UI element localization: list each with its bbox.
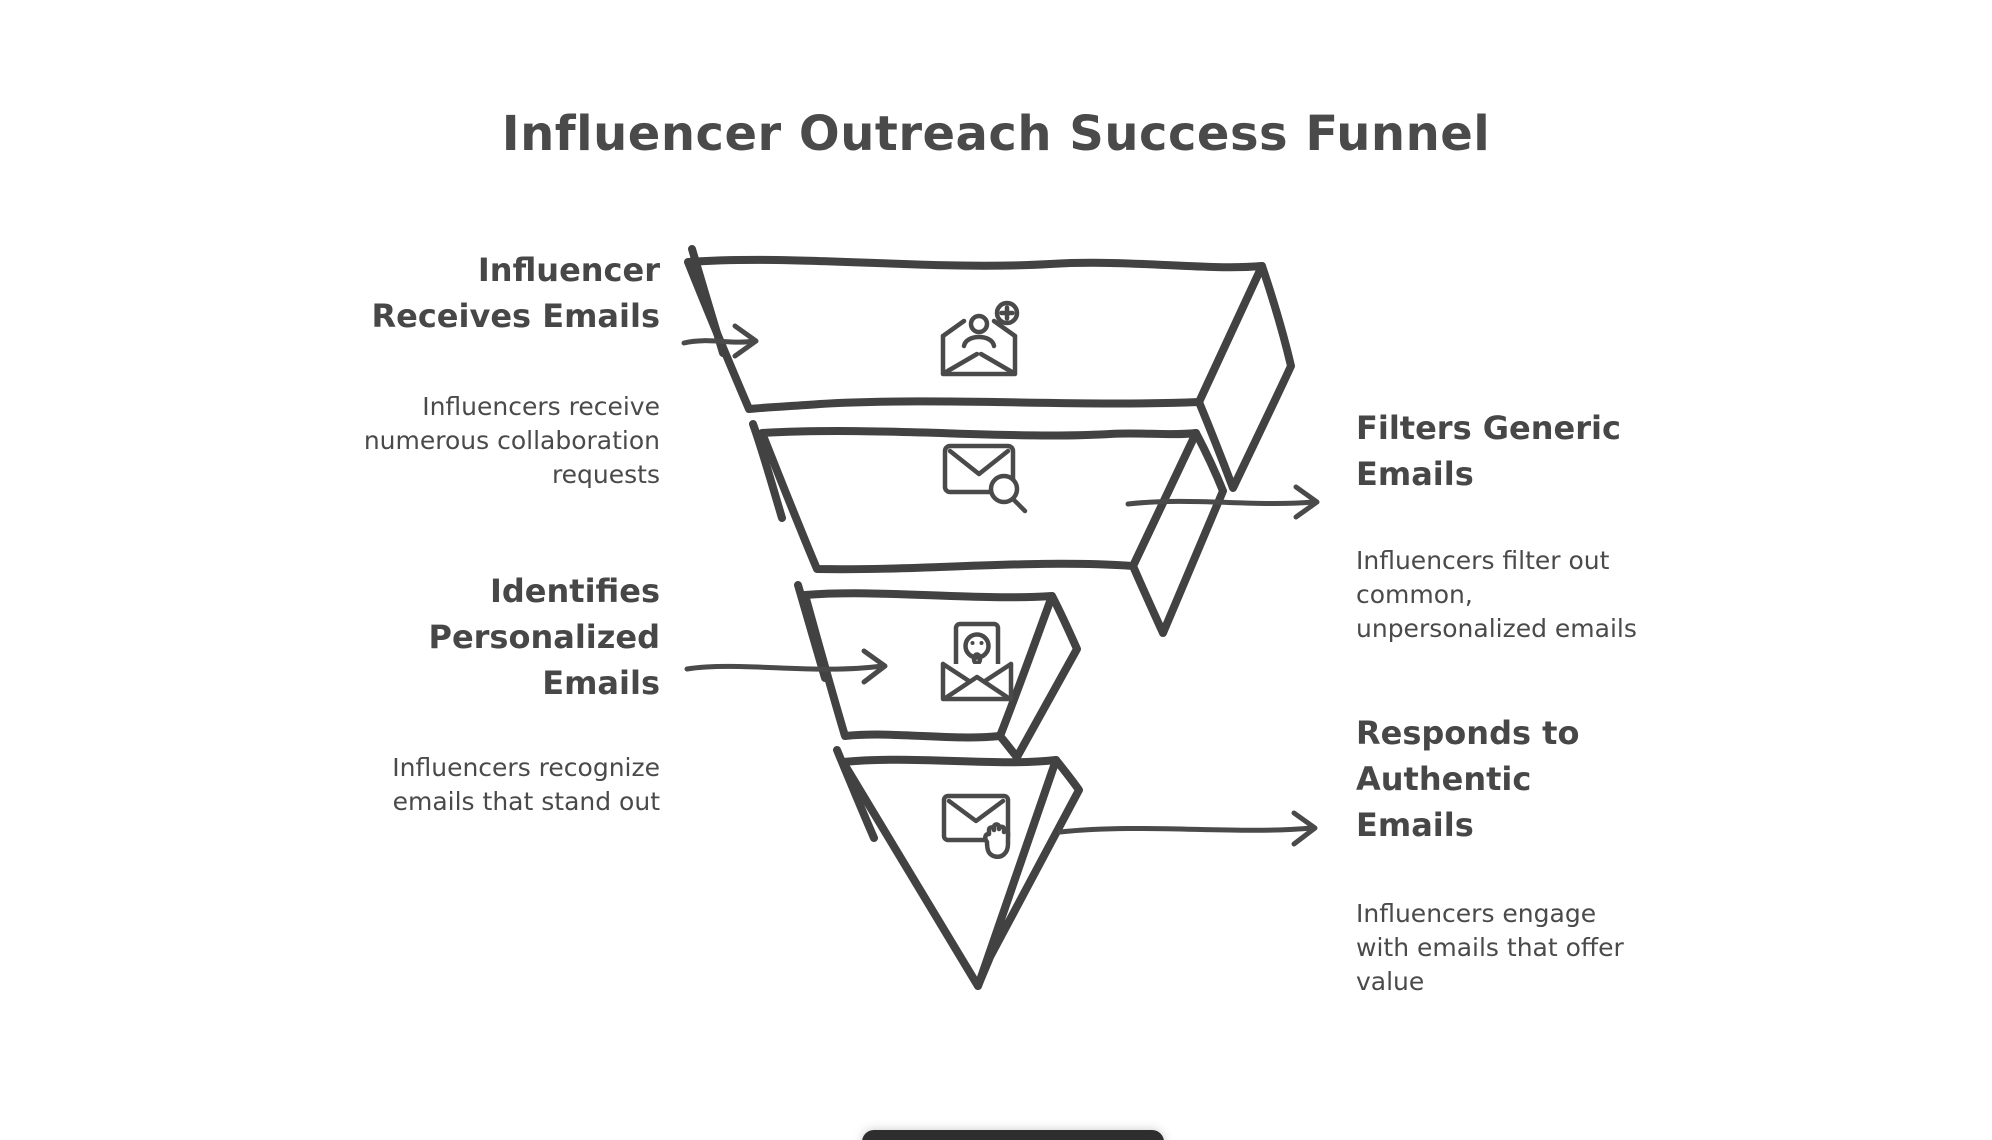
stage-1-description: Influencers receive numerous collaborati… [363,392,660,489]
page-title: Influencer Outreach Success Funnel [501,106,1491,162]
stage-1-label: Influencer Receives Emails Influencers r… [180,228,660,511]
stage-3-heading: Identifies Personalized Emails [428,572,660,702]
sketch-overshoot [749,420,786,522]
funnel-stage-1 [684,245,1295,492]
stage-4-label: Responds to Authentic Emails Influencers… [1356,691,1726,1018]
stage-2-label: Filters Generic Emails Influencers filte… [1356,386,1726,665]
sketch-overshoot [833,746,878,842]
stage-4-heading: Responds to Authentic Emails [1356,714,1580,844]
arrow-right-top [1125,484,1320,520]
stage-2-heading: Filters Generic Emails [1356,409,1621,493]
email-user-add-icon [940,300,1020,377]
funnel-stage-2 [749,420,1227,637]
email-open-letter-icon [940,621,1014,702]
arrow-left-bottom [684,648,888,685]
stage-1-heading: Influencer Receives Emails [371,251,660,335]
funnel-stage-4 [833,746,1083,990]
stage-3-description: Influencers recognize emails that stand … [392,753,660,816]
email-click-icon [941,793,1011,860]
stage-4-description: Influencers engage with emails that offe… [1356,899,1624,996]
stage-3-label: Identifies Personalized Emails Influence… [180,549,660,838]
watermark-pill[interactable] [862,1130,1164,1140]
arrow-right-bottom [1057,810,1318,847]
funnel-stage-1-front [684,255,1266,413]
arrow-left-top [681,323,759,359]
email-search-icon [942,443,1028,514]
stage-2-description: Influencers filter out common, unpersona… [1356,546,1637,643]
funnel-stage-2-front [758,426,1200,574]
